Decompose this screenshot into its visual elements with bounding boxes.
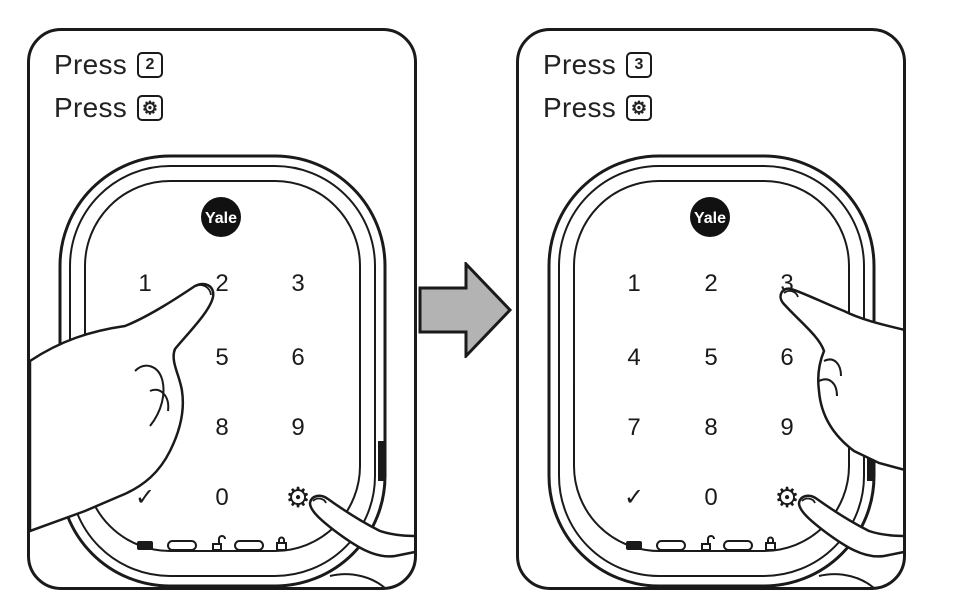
- fingernail: [312, 497, 327, 504]
- key-6[interactable]: 6: [291, 344, 304, 371]
- key-2[interactable]: 2: [704, 270, 717, 297]
- hand-knuckle: [134, 364, 165, 427]
- yale-logo-text: Yale: [205, 210, 237, 227]
- fingernail: [801, 497, 816, 504]
- keypad-illustration: Yale 1 2 3 5 6 8 9 ✓ 0 ⚙: [30, 154, 414, 587]
- hand-knuckle: [818, 378, 838, 397]
- hand-knuckle: [823, 358, 842, 377]
- key-gear[interactable]: ⚙: [774, 482, 799, 513]
- key-8[interactable]: 8: [215, 414, 228, 441]
- key-1[interactable]: 1: [138, 270, 151, 297]
- unlock-icon: [212, 535, 226, 551]
- unlock-icon: [701, 535, 715, 551]
- key-7[interactable]: 7: [627, 414, 640, 441]
- lock-icon: [765, 536, 776, 551]
- key-2-icon: 2: [137, 52, 164, 78]
- battery-icon: [626, 541, 642, 550]
- status-icons-row: [626, 535, 776, 551]
- instruction-line-2: Press ⚙: [54, 92, 164, 124]
- pill-icon: [656, 540, 686, 551]
- instruction-prefix: Press: [543, 92, 617, 123]
- key-gear[interactable]: ⚙: [285, 482, 310, 513]
- gear-key-icon: ⚙: [137, 95, 164, 121]
- yale-logo: [201, 197, 241, 237]
- key-5[interactable]: 5: [215, 344, 228, 371]
- yale-logo: [690, 197, 730, 237]
- hand-wrist: [329, 573, 386, 587]
- pill-icon: [723, 540, 753, 551]
- status-icons-row: [137, 535, 287, 551]
- key-9[interactable]: 9: [291, 414, 304, 441]
- side-slot: [867, 441, 873, 481]
- instruction-line-1: Press 3: [543, 49, 653, 81]
- right-hand-finger-top: [779, 287, 903, 471]
- instruction-prefix: Press: [54, 49, 128, 80]
- key-4[interactable]: 4: [627, 344, 640, 371]
- pill-icon: [167, 540, 197, 551]
- step-panel-right: Press 3 Press ⚙ Yale 1 2 3 4 5 6 7 8 9 ✓…: [516, 28, 906, 590]
- keypad-illustration: Yale 1 2 3 4 5 6 7 8 9 ✓ 0 ⚙: [547, 154, 903, 587]
- step-panel-left: Press 2 Press ⚙ Yale 1 2 3 5 6 8 9 ✓ 0 ⚙: [27, 28, 417, 590]
- right-hand-finger-bottom: [797, 494, 903, 558]
- key-6[interactable]: 6: [780, 344, 793, 371]
- hand-knuckle: [149, 388, 170, 412]
- key-8[interactable]: 8: [704, 414, 717, 441]
- yale-logo-text: Yale: [694, 210, 726, 227]
- right-hand-finger: [308, 494, 414, 558]
- instruction-line-2: Press ⚙: [543, 92, 653, 124]
- fingernail: [783, 290, 799, 298]
- instruction-prefix: Press: [54, 92, 128, 123]
- key-3[interactable]: 3: [291, 270, 304, 297]
- side-slot: [378, 441, 384, 481]
- key-5[interactable]: 5: [704, 344, 717, 371]
- key-0[interactable]: 0: [215, 484, 228, 511]
- key-0[interactable]: 0: [704, 484, 717, 511]
- battery-icon: [137, 541, 153, 550]
- gear-key-icon: ⚙: [626, 95, 653, 121]
- lock-icon: [276, 536, 287, 551]
- key-check[interactable]: ✓: [624, 484, 644, 511]
- pill-icon: [234, 540, 264, 551]
- key-1[interactable]: 1: [627, 270, 640, 297]
- instruction-line-1: Press 2: [54, 49, 164, 81]
- key-9[interactable]: 9: [780, 414, 793, 441]
- hand-wrist: [818, 573, 875, 587]
- right-arrow-icon: [418, 262, 513, 358]
- left-hand-finger: [30, 282, 215, 533]
- fingernail: [195, 284, 212, 296]
- key-2[interactable]: 2: [215, 270, 228, 297]
- instruction-prefix: Press: [543, 49, 617, 80]
- key-3-icon: 3: [626, 52, 653, 78]
- key-check[interactable]: ✓: [135, 484, 155, 511]
